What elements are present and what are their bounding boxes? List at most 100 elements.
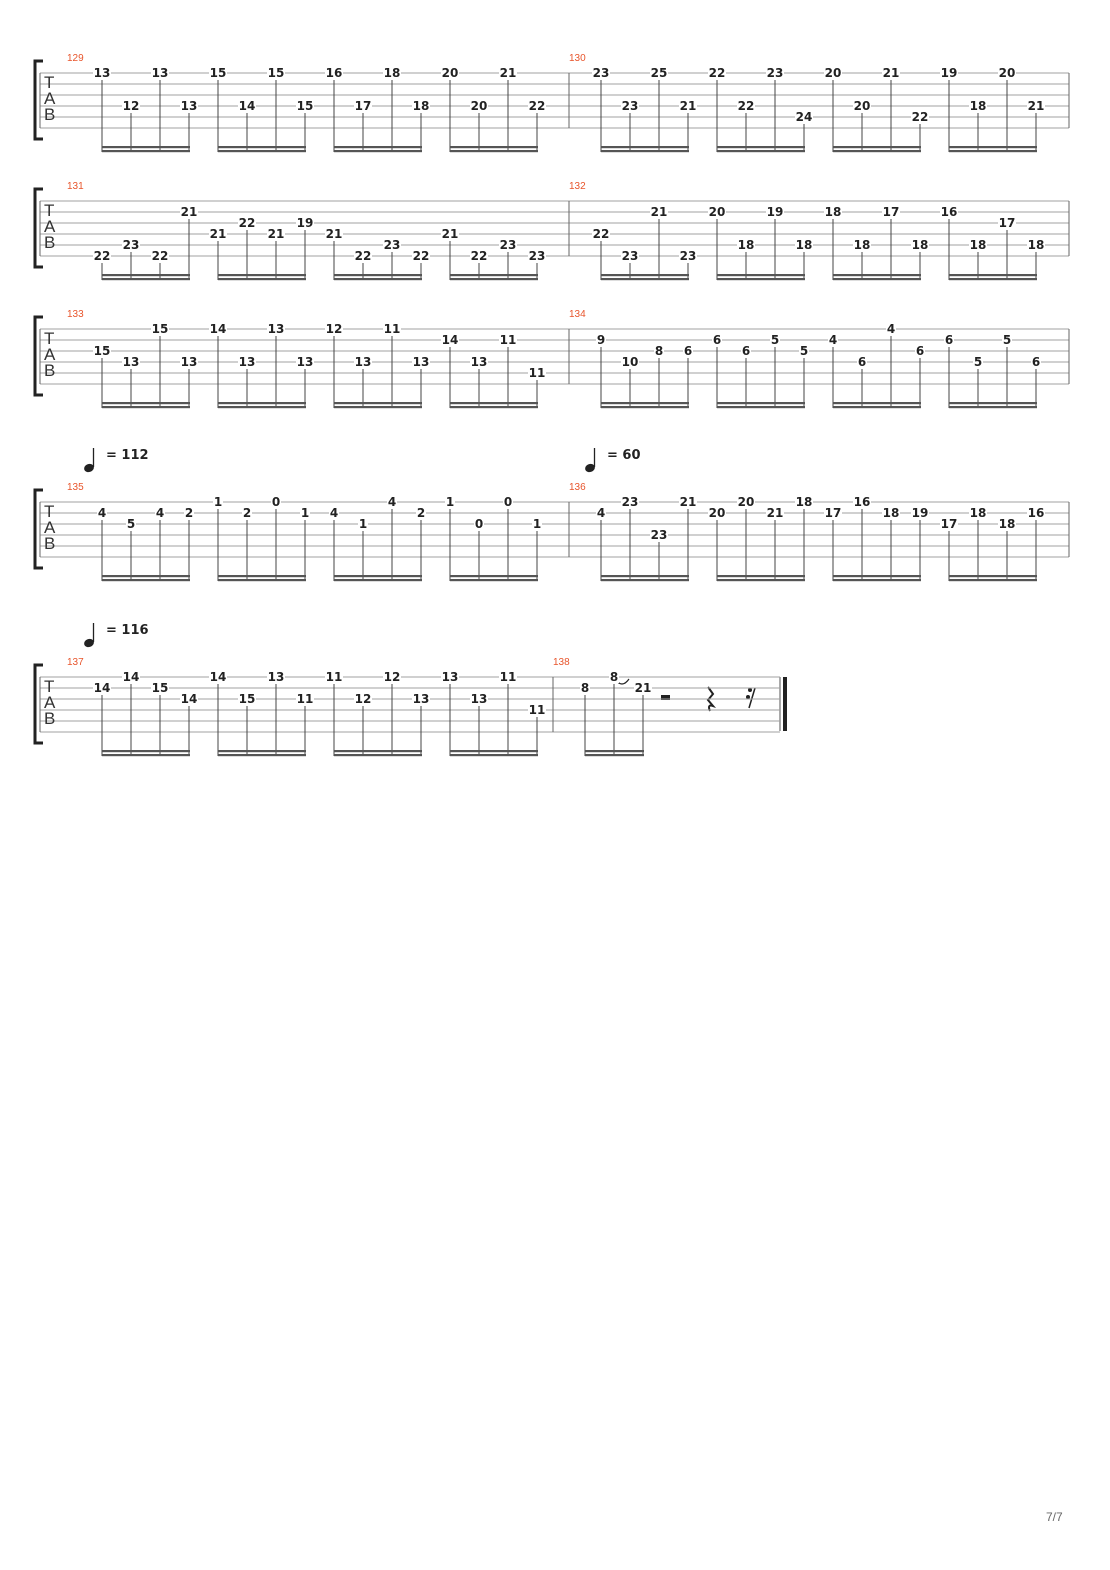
fret-number: 13	[297, 355, 314, 369]
beam	[601, 274, 689, 277]
fret-number: 21	[767, 506, 784, 520]
beam	[334, 150, 422, 153]
fret-background	[267, 66, 285, 79]
beam	[334, 575, 422, 578]
fret-number: 15	[297, 99, 314, 113]
fret-background	[528, 366, 546, 379]
fret-number: 23	[651, 528, 668, 542]
beam	[717, 146, 805, 149]
beam	[102, 754, 190, 757]
fret-background	[621, 99, 639, 112]
fret-number: 15	[239, 692, 256, 706]
beam	[450, 278, 538, 281]
fret-background	[180, 99, 198, 112]
fret-background	[969, 99, 987, 112]
tab-clef-letter: A	[44, 518, 56, 537]
fret-background	[532, 517, 542, 530]
fret-number: 13	[123, 355, 140, 369]
fret-background	[354, 355, 372, 368]
beam	[450, 150, 538, 153]
system-bracket	[33, 488, 43, 570]
beam	[833, 274, 921, 277]
fret-number: 16	[1028, 506, 1045, 520]
measure-number: 138	[553, 657, 570, 668]
fret-number: 11	[529, 366, 546, 380]
beam	[334, 750, 422, 753]
fret-background	[238, 692, 256, 705]
tab-clef-letter: T	[44, 677, 54, 696]
fret-background	[470, 692, 488, 705]
fret-background	[915, 344, 925, 357]
fret-number: 20	[709, 506, 726, 520]
half-rest-symbol	[661, 695, 670, 700]
fret-number: 13	[152, 66, 169, 80]
fret-background	[271, 495, 281, 508]
fret-number: 1	[533, 517, 541, 531]
fret-background	[499, 66, 517, 79]
fret-number: 23	[500, 238, 517, 252]
fret-number: 5	[800, 344, 808, 358]
fret-background	[122, 355, 140, 368]
fret-background	[708, 66, 726, 79]
fret-number: 18	[999, 517, 1016, 531]
fret-number: 22	[529, 99, 546, 113]
beam	[450, 750, 538, 753]
fret-background	[184, 506, 194, 519]
fret-background	[325, 66, 343, 79]
fret-number: 15	[210, 66, 227, 80]
fret-background	[93, 66, 111, 79]
fret-number: 23	[767, 66, 784, 80]
tempo-value: = 112	[106, 448, 149, 463]
fret-background	[621, 355, 639, 368]
beam	[717, 278, 805, 281]
beam	[334, 146, 422, 149]
fret-background	[441, 333, 459, 346]
fret-number: 6	[858, 355, 866, 369]
fret-background	[592, 66, 610, 79]
fret-number: 5	[974, 355, 982, 369]
fret-number: 18	[970, 99, 987, 113]
beam	[450, 274, 538, 277]
measure-number: 131	[67, 181, 84, 192]
fret-background	[766, 205, 784, 218]
fret-background	[325, 322, 343, 335]
fret-background	[634, 681, 652, 694]
fret-background	[708, 205, 726, 218]
beam	[601, 406, 689, 409]
beam	[717, 575, 805, 578]
fret-background	[708, 506, 726, 519]
fret-number: 11	[384, 322, 401, 336]
fret-background	[499, 238, 517, 251]
fret-number: 16	[326, 66, 343, 80]
fret-number: 20	[999, 66, 1016, 80]
fret-background	[180, 692, 198, 705]
fret-background	[1031, 355, 1041, 368]
fret-background	[412, 355, 430, 368]
fret-number: 22	[738, 99, 755, 113]
fret-number: 20	[709, 205, 726, 219]
fret-background	[799, 344, 809, 357]
fret-number: 15	[268, 66, 285, 80]
beam	[949, 579, 1037, 582]
fret-number: 21	[1028, 99, 1045, 113]
fret-number: 20	[825, 66, 842, 80]
fret-background	[944, 333, 954, 346]
fret-number: 12	[326, 322, 343, 336]
fret-number: 21	[883, 66, 900, 80]
fret-background	[882, 66, 900, 79]
beam	[218, 750, 306, 753]
fret-background	[940, 66, 958, 79]
tab-system: TAB1312223222121222119212223222122232313…	[33, 181, 1070, 281]
fret-background	[325, 227, 343, 240]
fret-background	[329, 506, 339, 519]
fret-number: 21	[268, 227, 285, 241]
fret-number: 6	[1032, 355, 1040, 369]
fret-background	[126, 517, 136, 530]
fret-number: 22	[152, 249, 169, 263]
fret-background	[209, 322, 227, 335]
fret-number: 22	[912, 110, 929, 124]
measure-number: 134	[569, 309, 586, 320]
fret-number: 17	[355, 99, 372, 113]
fret-background	[857, 355, 867, 368]
fret-number: 10	[622, 355, 639, 369]
